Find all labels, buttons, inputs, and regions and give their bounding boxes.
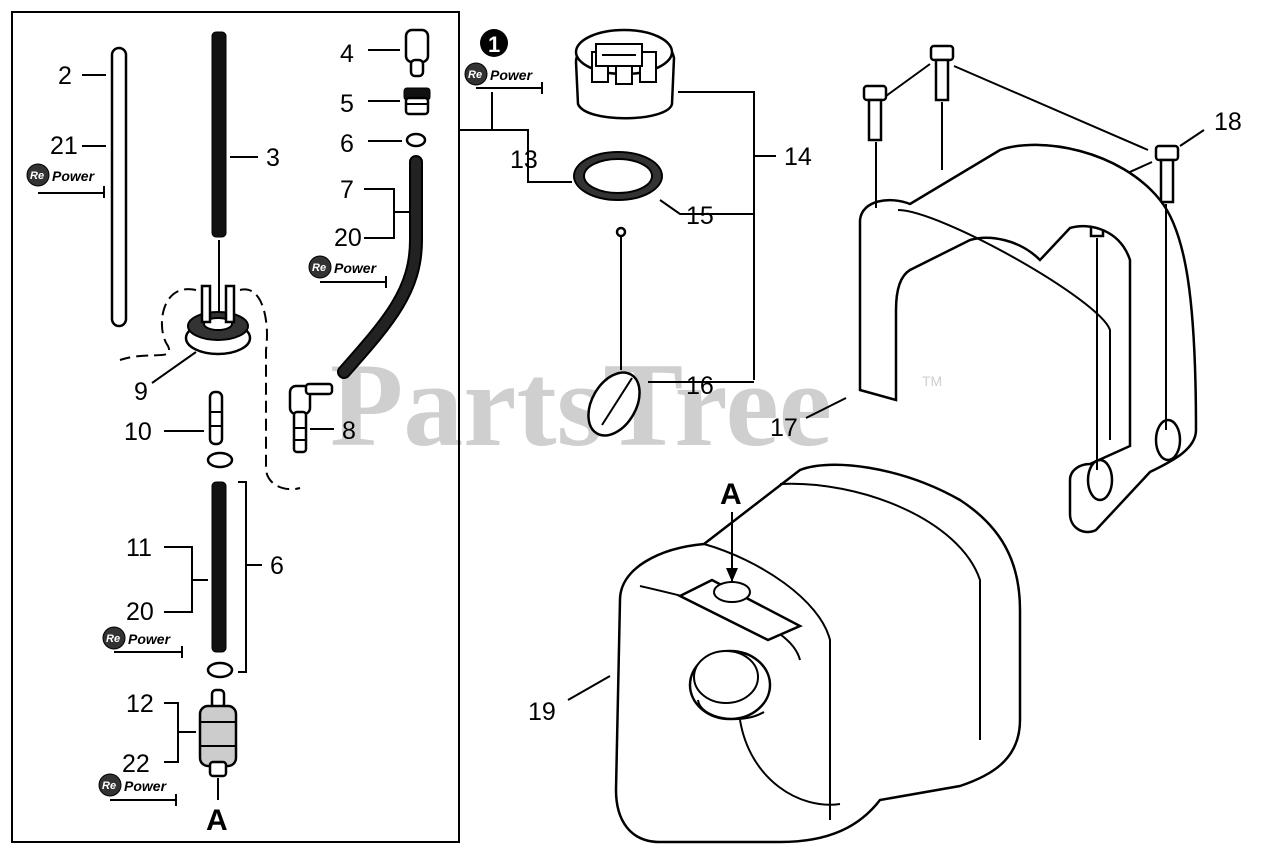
callout-5[interactable]: 5 <box>340 90 354 118</box>
callout-18[interactable]: 18 <box>1214 108 1242 136</box>
part-10-connector[interactable] <box>208 390 224 446</box>
callout-8[interactable]: 8 <box>342 417 356 445</box>
left-panel-frame <box>11 11 460 843</box>
svg-text:Power: Power <box>490 67 534 83</box>
part-3-fuel-line[interactable] <box>211 31 227 318</box>
part-4-vent[interactable] <box>404 28 430 78</box>
callout-6-upper[interactable]: 6 <box>340 130 354 158</box>
part-9-grommet[interactable] <box>184 284 252 356</box>
part-15-gasket[interactable] <box>573 151 663 201</box>
repower-badge-left-upper: Re Power <box>26 163 105 198</box>
svg-text:Re: Re <box>106 633 120 645</box>
repower-badge-hose: Re Power <box>308 255 387 288</box>
callout-21[interactable]: 21 <box>50 132 78 160</box>
svg-text:Re: Re <box>102 780 116 792</box>
o-ring-upper[interactable] <box>206 451 234 469</box>
repower-badge-filter: Re Power <box>98 773 177 806</box>
part-8-elbow-fitting[interactable] <box>288 382 334 454</box>
callout-11[interactable]: 11 <box>126 534 152 562</box>
callout-10[interactable]: 10 <box>124 418 152 446</box>
svg-text:Re: Re <box>312 262 326 274</box>
svg-text:Re: Re <box>30 170 44 182</box>
callout-16[interactable]: 16 <box>686 372 714 400</box>
part-5-fitting[interactable] <box>403 87 431 116</box>
note-1-badge[interactable]: 1 <box>480 29 508 57</box>
callout-14[interactable]: 14 <box>784 143 812 171</box>
callout-6-lower[interactable]: 6 <box>270 552 284 580</box>
callout-12[interactable]: 12 <box>126 690 154 718</box>
repower-badge-cap: Re Power <box>464 62 543 94</box>
svg-text:Power: Power <box>124 778 168 794</box>
callout-3[interactable]: 3 <box>266 144 280 172</box>
callout-15[interactable]: 15 <box>686 202 714 230</box>
svg-text:Power: Power <box>128 631 172 647</box>
callout-20-lower[interactable]: 20 <box>126 598 154 626</box>
part-2-tube[interactable] <box>110 46 128 328</box>
repower-badge-fuel-line: Re Power <box>102 626 183 658</box>
part-6-o-ring-upper[interactable] <box>405 132 427 148</box>
callout-2[interactable]: 2 <box>58 62 72 90</box>
part-19-fuel-tank[interactable] <box>614 463 1022 844</box>
part-12-fuel-filter[interactable] <box>198 688 238 778</box>
o-ring-lower[interactable] <box>206 661 234 679</box>
callout-7[interactable]: 7 <box>340 176 354 204</box>
svg-text:Power: Power <box>52 168 96 184</box>
svg-text:1: 1 <box>488 32 500 57</box>
svg-text:Power: Power <box>334 260 378 276</box>
trademark-mark: TM <box>922 373 942 389</box>
callout-9[interactable]: 9 <box>134 378 148 406</box>
part-17-bracket[interactable] <box>858 143 1198 534</box>
callout-22[interactable]: 22 <box>122 750 150 778</box>
svg-text:Re: Re <box>468 69 482 81</box>
part-7-hose[interactable] <box>337 155 423 379</box>
part-16-strainer[interactable] <box>578 226 650 444</box>
partstree-watermark: PartsTree <box>330 338 832 471</box>
callout-13[interactable]: 13 <box>510 146 538 174</box>
part-11-fuel-line[interactable] <box>211 481 227 653</box>
callout-a-tank[interactable]: A <box>720 478 742 511</box>
callout-17[interactable]: 17 <box>770 414 798 442</box>
callout-a-left[interactable]: A <box>206 804 228 837</box>
callout-4[interactable]: 4 <box>340 40 354 68</box>
callout-19[interactable]: 19 <box>528 698 556 726</box>
part-14-fuel-cap[interactable] <box>574 28 676 120</box>
callout-20-upper[interactable]: 20 <box>334 224 362 252</box>
